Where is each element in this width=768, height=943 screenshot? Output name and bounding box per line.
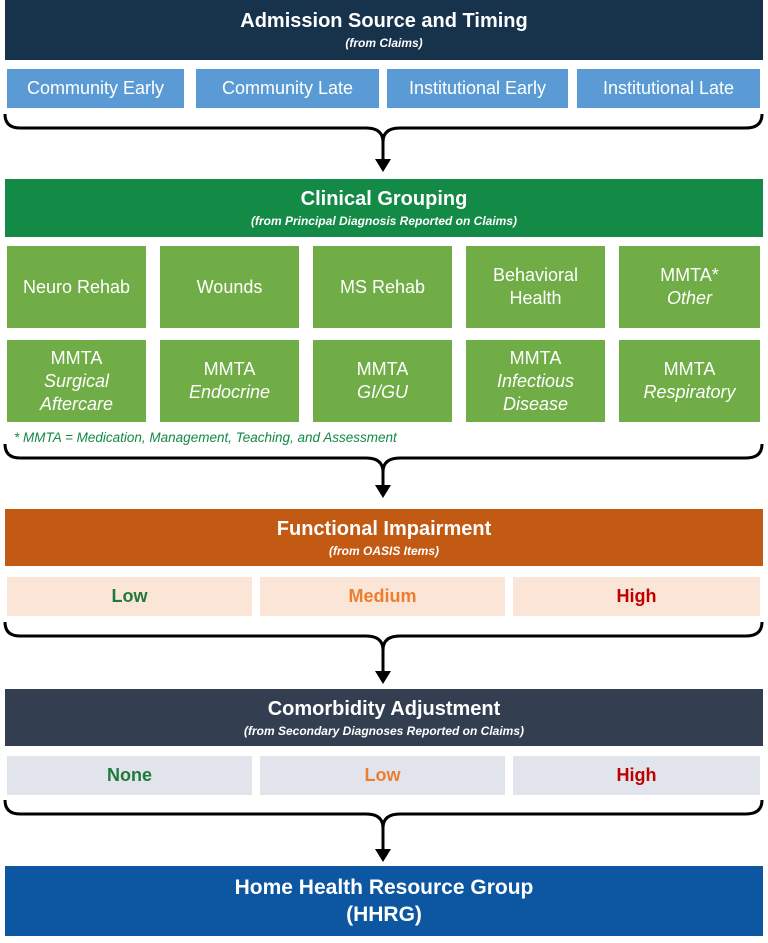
admission-subtitle: (from Claims) — [345, 36, 423, 50]
admission-item-community-early: Community Early — [7, 69, 184, 108]
clinical-ms-rehab: MS Rehab — [313, 246, 452, 328]
clinical-mmta-other: MMTA* Other — [619, 246, 760, 328]
clinical-header: Clinical Grouping (from Principal Diagno… — [5, 179, 763, 237]
clinical-mmta-endocrine: MMTA Endocrine — [160, 340, 299, 422]
clinical-mmta-surgical-aftercare: MMTA Surgical Aftercare — [7, 340, 146, 422]
admission-title: Admission Source and Timing — [240, 10, 528, 32]
clinical-behavioral-health: Behavioral Health — [466, 246, 605, 328]
brace-arrow-1 — [3, 113, 764, 172]
functional-subtitle: (from OASIS Items) — [328, 543, 439, 558]
comorbidity-title: Comorbidity Adjustment — [267, 697, 501, 720]
clinical-mmta-respiratory: MMTA Respiratory — [619, 340, 760, 422]
comorbidity-level-low: Low — [260, 756, 505, 795]
brace-arrow-2 — [3, 443, 764, 498]
comorbidity-level-none: None — [7, 756, 252, 795]
comorbidity-header: Comorbidity Adjustment (from Secondary D… — [5, 689, 763, 746]
functional-level-low: Low — [7, 577, 252, 616]
functional-level-high: High — [513, 577, 760, 616]
functional-title: Functional Impairment — [276, 517, 492, 540]
hhrg-subtitle: (HHRG) — [346, 903, 422, 926]
clinical-title: Clinical Grouping — [300, 188, 468, 210]
mmta-footnote: * MMTA = Medication, Management, Teachin… — [14, 430, 397, 445]
clinical-mmta-gi-gu: MMTA GI/GU — [313, 340, 452, 422]
functional-header: Functional Impairment (from OASIS Items) — [5, 509, 763, 566]
admission-item-institutional-early: Institutional Early — [387, 69, 568, 108]
comorbidity-subtitle: (from Secondary Diagnoses Reported on Cl… — [243, 723, 525, 738]
admission-item-community-late: Community Late — [196, 69, 379, 108]
clinical-neuro-rehab: Neuro Rehab — [7, 246, 146, 328]
hhrg-header: Home Health Resource Group (HHRG) — [5, 866, 763, 936]
clinical-wounds: Wounds — [160, 246, 299, 328]
admission-item-institutional-late: Institutional Late — [577, 69, 760, 108]
brace-arrow-4 — [3, 799, 764, 862]
brace-arrow-3 — [3, 621, 764, 684]
functional-level-medium: Medium — [260, 577, 505, 616]
clinical-subtitle: (from Principal Diagnosis Reported on Cl… — [250, 214, 518, 228]
hhrg-title: Home Health Resource Group — [234, 876, 534, 899]
clinical-mmta-infectious-disease: MMTA Infectious Disease — [466, 340, 605, 422]
comorbidity-level-high: High — [513, 756, 760, 795]
admission-header: Admission Source and Timing (from Claims… — [5, 0, 763, 60]
